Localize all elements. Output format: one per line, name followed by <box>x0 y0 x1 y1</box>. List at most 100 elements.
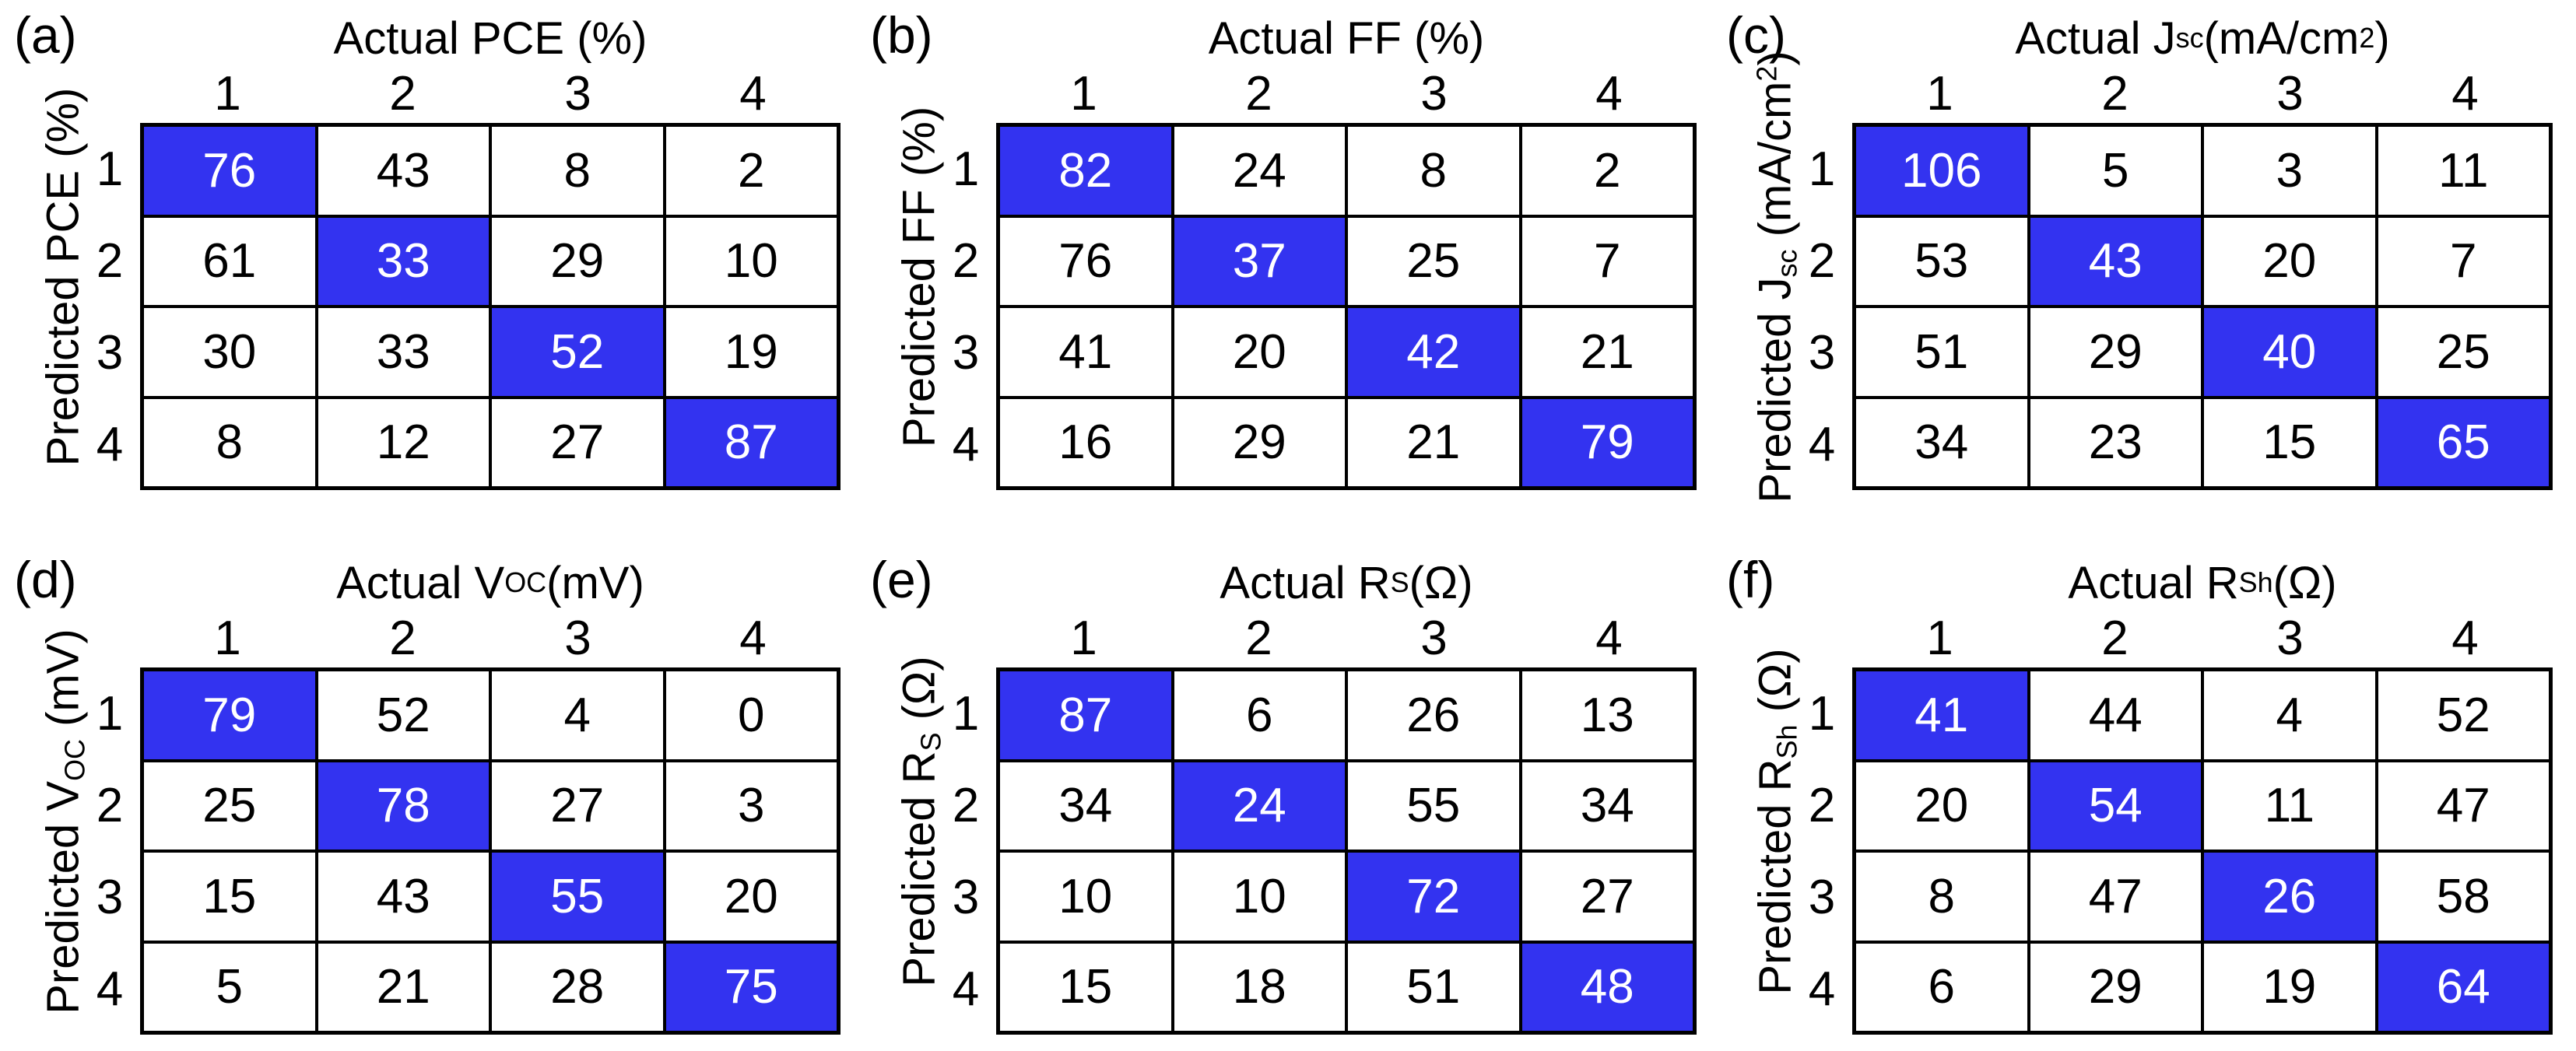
matrix-cell: 10 <box>665 217 837 305</box>
y-axis-label: Predicted RS (Ω) <box>894 608 947 1035</box>
matrix-cell: 6 <box>1856 943 2027 1031</box>
y-axis-label-text: Predicted PCE (%) <box>37 87 89 467</box>
matrix-cell: 34 <box>1856 398 2027 486</box>
matrix-cell: 20 <box>1174 308 1345 396</box>
matrix-cell: 43 <box>318 127 489 215</box>
matrix-cell: 33 <box>318 217 489 305</box>
matrix-cell: 5 <box>2030 127 2201 215</box>
column-header: 3 <box>1420 611 1448 665</box>
row-header: 1 <box>1808 142 1836 196</box>
row-header: 3 <box>1808 870 1836 924</box>
y-axis-label: Predicted Jsc (mA/cm2) <box>1750 51 1803 503</box>
row-header: 4 <box>1808 417 1836 471</box>
column-header: 3 <box>2276 611 2304 665</box>
panel-label: (f) <box>1726 551 1775 608</box>
matrix-cell: 37 <box>1174 217 1345 305</box>
matrix-cell: 72 <box>1348 853 1519 941</box>
matrix-cell: 47 <box>2378 762 2549 850</box>
matrix-cell: 43 <box>318 853 489 941</box>
row-header: 3 <box>1808 325 1836 380</box>
panel-label: (e) <box>870 551 933 608</box>
matrix-cell: 29 <box>2030 308 2201 396</box>
row-header: 1 <box>1808 686 1836 741</box>
row-header: 3 <box>952 870 980 924</box>
matrix-cell: 2 <box>1521 127 1693 215</box>
row-header: 1 <box>952 142 980 196</box>
matrix-cell: 87 <box>665 398 837 486</box>
row-header: 1 <box>952 686 980 741</box>
matrix-cell: 16 <box>1000 398 1171 486</box>
matrix-cell: 27 <box>492 762 663 850</box>
matrix-cell: 6 <box>1174 671 1345 759</box>
column-header: 4 <box>1595 66 1623 121</box>
matrix-cell: 20 <box>665 853 837 941</box>
matrix-cell: 58 <box>2378 853 2549 941</box>
matrix-cell: 106 <box>1856 127 2027 215</box>
matrix-cell: 30 <box>144 308 315 396</box>
row-header: 2 <box>1808 233 1836 288</box>
matrix-cell: 15 <box>2204 398 2375 486</box>
column-header: 4 <box>2451 66 2479 121</box>
matrix-cell: 48 <box>1521 943 1693 1031</box>
column-header: 4 <box>2451 611 2479 665</box>
matrix-cell: 24 <box>1174 762 1345 850</box>
column-header: 2 <box>1245 66 1272 121</box>
matrix-cell: 53 <box>1856 217 2027 305</box>
matrix-cell: 27 <box>1521 853 1693 941</box>
matrix-cell: 76 <box>144 127 315 215</box>
matrix-cell: 3 <box>665 762 837 850</box>
matrix-cell: 4 <box>492 671 663 759</box>
y-axis-label-text: Predicted FF (%) <box>893 106 945 448</box>
column-header: 4 <box>1595 611 1623 665</box>
matrix-cell: 55 <box>1348 762 1519 850</box>
matrix-cell: 25 <box>144 762 315 850</box>
column-header: 1 <box>1070 66 1097 121</box>
matrix-cell: 41 <box>1000 308 1171 396</box>
row-header: 2 <box>952 233 980 288</box>
matrix-cell: 29 <box>1174 398 1345 486</box>
column-header: 3 <box>564 611 591 665</box>
panel-label: (d) <box>14 551 77 608</box>
matrix-cell: 18 <box>1174 943 1345 1031</box>
matrix-cell: 52 <box>318 671 489 759</box>
column-header: 3 <box>564 66 591 121</box>
matrix-cell: 51 <box>1856 308 2027 396</box>
matrix-cell: 13 <box>1521 671 1693 759</box>
y-axis-label-text: Predicted RSh (Ω) <box>1750 648 1803 995</box>
matrix-cell: 28 <box>492 943 663 1031</box>
y-axis-label-text: Predicted VOC (mV) <box>37 629 91 1014</box>
row-header: 1 <box>96 142 124 196</box>
matrix-cell: 8 <box>1348 127 1519 215</box>
matrix-cell: 3 <box>2204 127 2375 215</box>
matrix-cell: 15 <box>1000 943 1171 1031</box>
row-headers: 1 2 3 4 <box>1799 123 1852 490</box>
matrix-cell: 7 <box>2378 217 2549 305</box>
matrix-cell: 25 <box>2378 308 2549 396</box>
row-header: 2 <box>96 233 124 288</box>
matrix-cell: 64 <box>2378 943 2549 1031</box>
matrix-cell: 25 <box>1348 217 1519 305</box>
matrix-cell: 34 <box>1000 762 1171 850</box>
matrix-cell: 11 <box>2204 762 2375 850</box>
row-header: 1 <box>96 686 124 741</box>
